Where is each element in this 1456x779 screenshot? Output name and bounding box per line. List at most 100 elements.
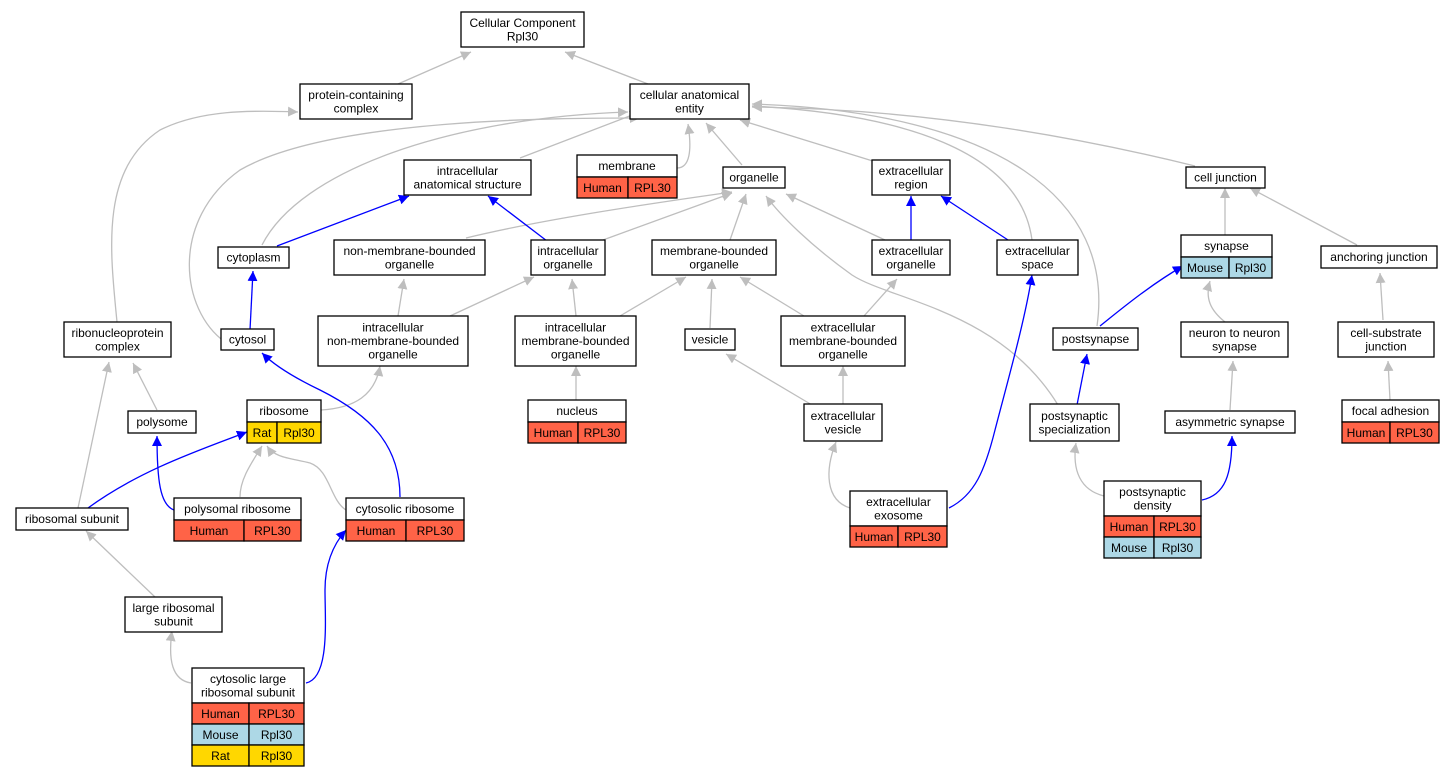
edge-part-postsynapse-synapse bbox=[1099, 265, 1184, 327]
node-label-line: space bbox=[1021, 257, 1053, 271]
gene-label: RPL30 bbox=[584, 426, 621, 440]
species-label: Rat bbox=[253, 426, 272, 440]
species-label: Rat bbox=[211, 749, 230, 763]
edge-io-organelle bbox=[602, 191, 733, 241]
node-box bbox=[530, 239, 606, 276]
node-label-line: membrane-bounded bbox=[521, 334, 629, 348]
edge-cytoplasm-cae bbox=[261, 107, 629, 246]
node-label-line: synapse bbox=[1204, 239, 1249, 253]
edge-ecv-vesicle bbox=[725, 353, 813, 406]
edge-part-pss-postsynapse bbox=[1076, 353, 1090, 406]
node-box bbox=[629, 83, 750, 120]
node-box bbox=[317, 315, 469, 367]
node-label-line: postsynapse bbox=[1062, 332, 1130, 346]
node-box bbox=[299, 83, 413, 120]
node-label-line: neuron to neuron bbox=[1189, 326, 1280, 340]
node-polysome[interactable]: polysome bbox=[127, 410, 197, 434]
edge-nmbo-organelle bbox=[465, 188, 733, 239]
node-label-line: extracellular bbox=[1005, 244, 1070, 258]
node-cj[interactable]: cell junction bbox=[1185, 166, 1266, 189]
node-box bbox=[651, 239, 777, 276]
gene-label: Rpl30 bbox=[261, 728, 293, 742]
node-label-line: extracellular bbox=[866, 495, 931, 509]
node-label-line: Rpl30 bbox=[507, 29, 539, 43]
node-label-line: ribosomal subunit bbox=[201, 685, 296, 699]
node-cytosol[interactable]: cytosol bbox=[220, 328, 275, 351]
edge-ias-cae bbox=[519, 110, 641, 159]
node-label-line: extracellular bbox=[811, 409, 876, 423]
edge-cj-cae bbox=[751, 102, 1196, 167]
node-label-line: polysome bbox=[136, 415, 188, 429]
edge-pcc-cc bbox=[397, 51, 472, 85]
gene-label: RPL30 bbox=[904, 530, 941, 544]
node-aj[interactable]: anchoring junction bbox=[1320, 245, 1438, 269]
node-label-line: postsynaptic bbox=[1041, 409, 1108, 423]
node-cytoplasm[interactable]: cytoplasm bbox=[217, 246, 290, 269]
node-box bbox=[514, 315, 637, 367]
gene-cell bbox=[276, 421, 322, 444]
edge-inmbo-nmbo bbox=[397, 278, 408, 317]
node-box bbox=[403, 159, 532, 196]
edge-aj-cj bbox=[1249, 187, 1358, 246]
node-label-line: complex bbox=[95, 339, 140, 353]
node-label-line: non-membrane-bounded bbox=[327, 334, 459, 348]
node-label-line: organelle bbox=[385, 257, 435, 271]
edge-rsu-rnp bbox=[77, 361, 112, 509]
node-label-line: organelle bbox=[368, 348, 418, 362]
node-label-line: membrane-bounded bbox=[660, 244, 768, 258]
node-label-line: anchoring junction bbox=[1330, 250, 1427, 264]
gene-label: RPL30 bbox=[1159, 520, 1196, 534]
node-inmbo[interactable]: intracellularnon-membrane-boundedorganel… bbox=[317, 315, 469, 367]
gene-label: RPL30 bbox=[634, 181, 671, 195]
node-box bbox=[124, 596, 223, 633]
gene-label: RPL30 bbox=[1396, 426, 1433, 440]
gene-cell bbox=[897, 525, 948, 548]
edge-polyrib-ribosome bbox=[239, 445, 263, 498]
edge-part-io-ias bbox=[487, 195, 548, 242]
species-label: Human bbox=[201, 707, 240, 721]
node-organelle[interactable]: organelle bbox=[722, 166, 786, 189]
node-box bbox=[460, 11, 585, 48]
species-label: Human bbox=[1110, 520, 1149, 534]
node-postsynapse[interactable]: postsynapse bbox=[1052, 327, 1139, 351]
node-label-line: extracellular bbox=[879, 164, 944, 178]
node-box bbox=[15, 507, 129, 531]
edge-psd-pss bbox=[1069, 442, 1105, 497]
node-rsu[interactable]: ribosomal subunit bbox=[15, 507, 129, 531]
node-as[interactable]: asymmetric synapse bbox=[1164, 410, 1296, 434]
node-vesicle[interactable]: vesicle bbox=[684, 328, 736, 351]
edge-postsynapse-cae bbox=[751, 99, 1100, 327]
gene-label: Rpl30 bbox=[1235, 261, 1267, 275]
gene-label: RPL30 bbox=[258, 707, 295, 721]
gene-label: Rpl30 bbox=[1162, 541, 1194, 555]
